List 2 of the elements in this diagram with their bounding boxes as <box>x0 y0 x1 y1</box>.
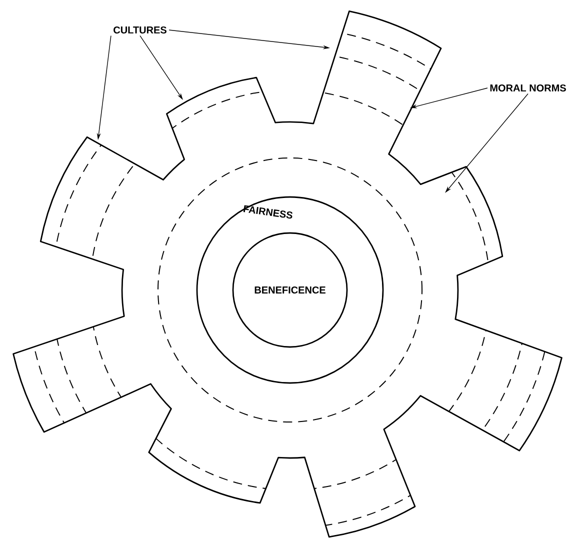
callout-label: CULTURES <box>114 26 166 34</box>
callout-label: MORAL NORMS <box>490 84 566 92</box>
